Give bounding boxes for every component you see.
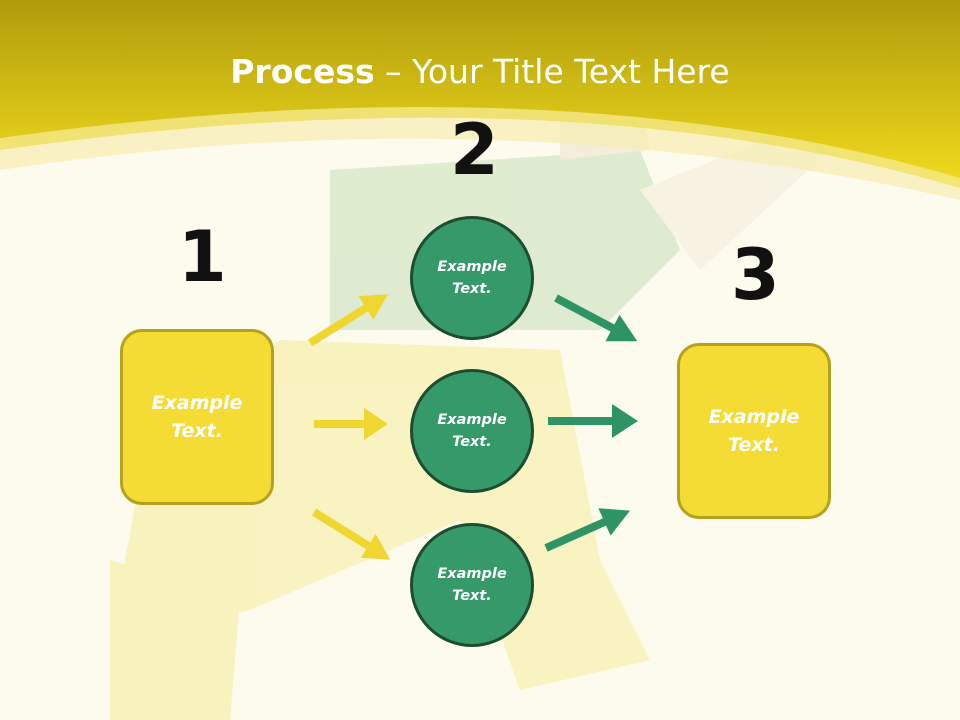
- step2-circle-3-text: Example Text.: [437, 565, 507, 604]
- title-bold: Process: [230, 52, 375, 91]
- step1-box: Example Text.: [120, 329, 274, 505]
- step2-circle-1: Example Text.: [410, 216, 534, 340]
- title-rest: – Your Title Text Here: [374, 52, 730, 91]
- step2-circle-2-text: Example Text.: [437, 411, 507, 450]
- yellow-arrow-up: [307, 294, 389, 347]
- slide-title: Process – Your Title Text Here: [0, 52, 960, 91]
- step2-circle-3: Example Text.: [410, 523, 534, 647]
- yellow-arrow-down: [311, 508, 391, 560]
- step3-box: Example Text.: [677, 343, 831, 519]
- step2-circle-1-text: Example Text.: [437, 258, 507, 297]
- yellow-arrow-mid: [314, 408, 388, 440]
- step1-box-text: Example Text.: [151, 391, 243, 443]
- green-arrow-mid: [548, 404, 638, 438]
- step-number-1: 1: [178, 216, 227, 298]
- step-number-3: 3: [731, 234, 780, 316]
- step-number-2: 2: [450, 109, 499, 191]
- header-band: [0, 0, 960, 188]
- green-arrow-down: [554, 294, 638, 342]
- step2-circle-2: Example Text.: [410, 369, 534, 493]
- step3-box-text: Example Text.: [708, 405, 800, 457]
- green-arrow-up: [544, 508, 631, 552]
